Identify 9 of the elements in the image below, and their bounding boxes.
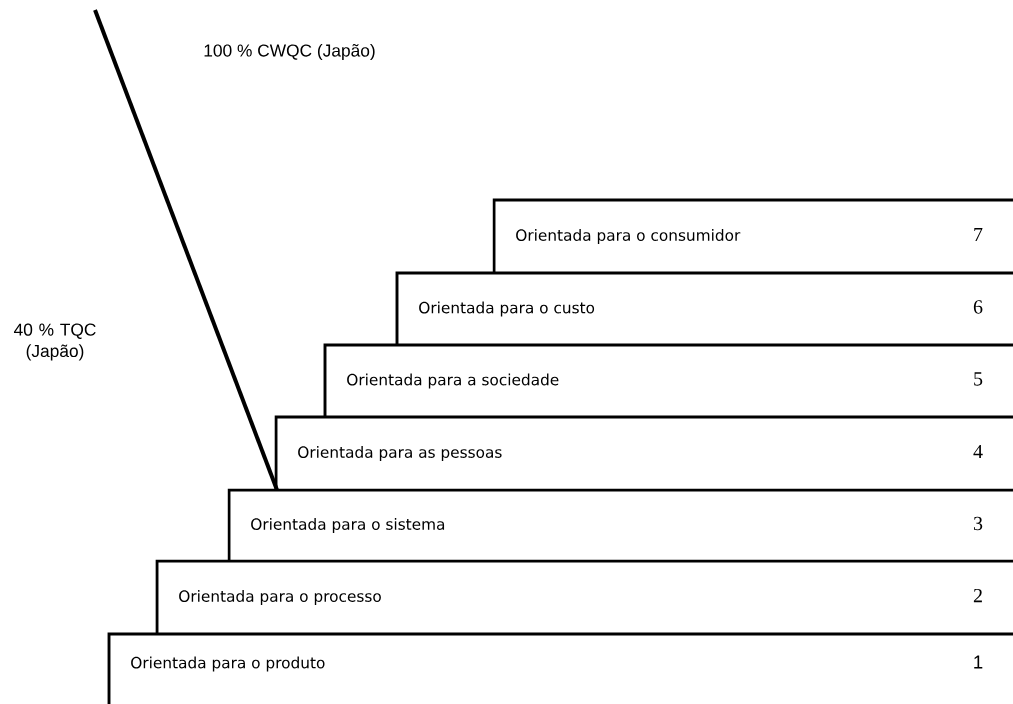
step-band: Orientada para a sociedade 5 [323,343,1013,417]
step-band: Orientada para o produto 1 [107,632,1013,704]
step-band: Orientada para o sistema 3 [227,488,1013,561]
annotation-label: 40 % TQC (Japão) [14,323,96,361]
step-band: Orientada para o processo 2 [155,559,1013,634]
step-band: Orientada para as pessoas 4 [274,415,1013,490]
step-band: Orientada para o custo 6 [395,271,1013,345]
annotation-label: 100 % CWQC (Japão) [204,43,375,61]
step-band: Orientada para o consumidor 7 [492,198,1013,273]
